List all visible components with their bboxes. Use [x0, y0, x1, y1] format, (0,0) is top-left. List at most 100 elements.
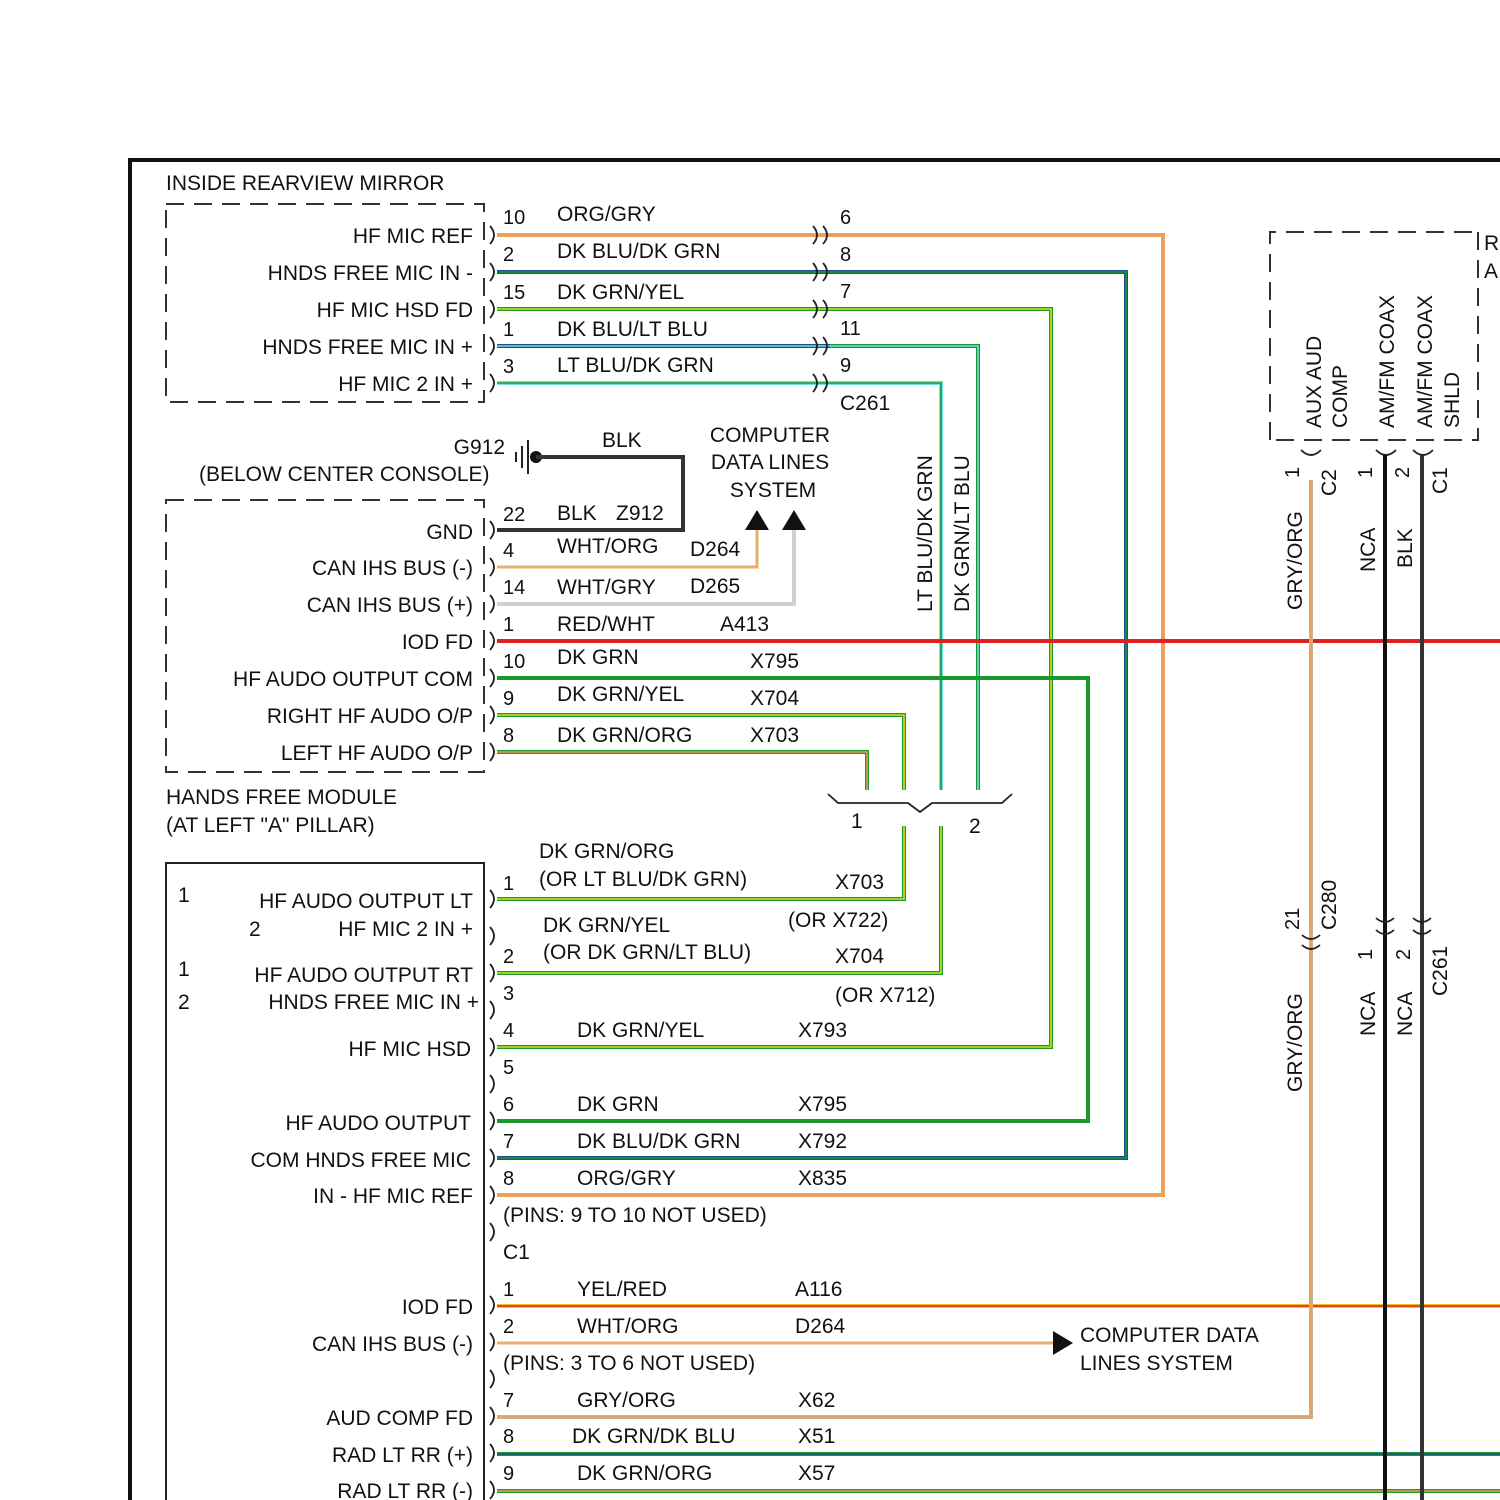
right-wire-label: NCA: [1357, 992, 1380, 1036]
splice-number: 2: [969, 815, 981, 838]
radio-c1-pin: 2: [503, 1316, 514, 1338]
mirror-title: INSIDE REARVIEW MIRROR: [166, 172, 444, 195]
radio-c2-pin: 2: [503, 946, 514, 968]
radio-circuit: X793: [798, 1019, 847, 1042]
radio-c2-pin: 1: [503, 873, 514, 895]
radio-circuit: A116: [795, 1278, 843, 1301]
mirror-pin-number: 2: [503, 244, 514, 266]
right-module-pin-number: 1: [1282, 467, 1304, 478]
mirror-wire-color: LT BLU/DK GRN: [557, 354, 714, 377]
splice-number: 1: [851, 810, 863, 833]
radio-wire-color: DK GRN/ORG: [577, 1462, 712, 1485]
mirror-pin-number: 1: [503, 319, 514, 341]
mirror-connector: [490, 226, 494, 392]
hfm-pin-number: 9: [503, 688, 514, 710]
c261-pin-number: 7: [840, 281, 851, 303]
radio-circuit-alt: (OR X712): [835, 984, 935, 1007]
radio-circuit: X62: [798, 1389, 835, 1412]
radio-circuit-alt: (OR X722): [788, 909, 888, 932]
radio-c2-pin: 5: [503, 1057, 514, 1079]
hfm-pin-label: CAN IHS BUS (+): [307, 594, 473, 617]
radio-circuit: X795: [798, 1093, 847, 1116]
wire-dkgrn-org: [497, 752, 867, 790]
hfm-pin-label: HF AUDO OUTPUT COM: [233, 668, 473, 691]
right-wire-label: BLK: [1394, 528, 1417, 568]
radio-c1-label: C1: [503, 1241, 530, 1264]
hfm-wire-color: DK GRN/YEL: [557, 683, 684, 706]
right-module-pin-label: AM/FM COAX: [1376, 295, 1399, 428]
mirror-wire-color: DK BLU/LT BLU: [557, 318, 708, 341]
ground-location: (BELOW CENTER CONSOLE): [199, 463, 490, 486]
arrow-up-icon: [745, 510, 769, 530]
right-module-pin-label: AUX AUD: [1303, 336, 1326, 428]
right-wire-label: NCA: [1357, 528, 1380, 572]
radio-pin-label: HF AUDO OUTPUT RT: [254, 964, 473, 987]
hfm-pin-label: CAN IHS BUS (-): [312, 557, 473, 580]
radio-c1-pin: 7: [503, 1390, 514, 1412]
c261-connector-label: C261: [840, 392, 890, 415]
hfm-wire-color: BLK: [557, 502, 597, 525]
radio-c2-pin: 7: [503, 1131, 514, 1153]
arrow-right-icon: [1053, 1331, 1073, 1355]
data-arrow-label: COMPUTER DATA: [1080, 1324, 1259, 1347]
hfm-pin-number: 8: [503, 725, 514, 747]
hfm-circuit: X704: [750, 687, 799, 710]
radio-box: [166, 863, 484, 1500]
data-lines-label: DATA LINES: [711, 451, 829, 474]
radio-pin-label: IN - HF MIC REF: [313, 1185, 473, 1208]
radio-wire-color: DK GRN/ORG: [539, 840, 674, 863]
radio-wire-color: (OR DK GRN/LT BLU): [543, 941, 751, 964]
mirror-pin-number: 3: [503, 356, 514, 378]
radio-wire-color: YEL/RED: [577, 1278, 667, 1301]
mirror-pin-label: HF MIC REF: [353, 225, 473, 248]
data-lines-label: COMPUTER: [710, 424, 830, 447]
radio-pin-label: HF AUDO OUTPUT LT: [259, 890, 473, 913]
mirror-pin-label: HF MIC HSD FD: [317, 299, 473, 322]
hfm-wire-color: WHT/ORG: [557, 535, 658, 558]
radio-pin-label: CAN IHS BUS (-): [312, 1333, 473, 1356]
data-arrow-label: LINES SYSTEM: [1080, 1352, 1233, 1375]
hfm-circuit: D265: [690, 575, 740, 598]
c261-lower-pin: 1: [1355, 949, 1377, 960]
hfm-title: HANDS FREE MODULE: [166, 786, 397, 809]
mirror-wire-color: DK GRN/YEL: [557, 281, 684, 304]
radio-pin-label: COM HNDS FREE MIC: [251, 1149, 472, 1172]
radio-circuit: X57: [798, 1462, 835, 1485]
radio-pin-label: 2: [249, 918, 261, 941]
radio-c2-note: (PINS: 9 TO 10 NOT USED): [503, 1204, 767, 1227]
hfm-pin-number: 10: [503, 651, 525, 673]
c261-pin-number: 6: [840, 207, 851, 229]
radio-c2-pin: 4: [503, 1020, 514, 1042]
ground-name: G912: [454, 436, 505, 459]
hfm-circuit: X795: [750, 650, 799, 673]
right-module-pin-label: SHLD: [1441, 372, 1464, 428]
radio-pin-label: 1: [178, 958, 190, 981]
radio-wire-color: WHT/ORG: [577, 1315, 678, 1338]
radio-wire-color: ORG/GRY: [577, 1167, 676, 1190]
mirror-wire-color: DK BLU/DK GRN: [557, 240, 720, 263]
c280-connector-label: C280: [1318, 880, 1341, 930]
radio-pin-label: 2: [178, 991, 190, 1014]
radio-c2-pin: 6: [503, 1094, 514, 1116]
radio-circuit: X703: [835, 871, 884, 894]
radio-pin-label: HF MIC HSD: [349, 1038, 472, 1061]
radio-c1-pin: 1: [503, 1279, 514, 1301]
mirror-pin-number: 15: [503, 282, 525, 304]
radio-wire-color: DK BLU/DK GRN: [577, 1130, 740, 1153]
right-wire-label: NCA: [1394, 992, 1417, 1036]
c261-pin-number: 8: [840, 244, 851, 266]
radio-wire-color: GRY/ORG: [577, 1389, 676, 1412]
radio-pin-label: AUD COMP FD: [326, 1407, 473, 1430]
radio-pin-label: HNDS FREE MIC IN +: [268, 991, 479, 1014]
radio-c2-pin: 3: [503, 983, 514, 1005]
radio-circuit: X835: [798, 1167, 847, 1190]
radio-c1-pin: 9: [503, 1463, 514, 1485]
hfm-pin-number: 14: [503, 577, 525, 599]
hfm-pin-label: RIGHT HF AUDO O/P: [267, 705, 473, 728]
radio-pin-label: RAD LT RR (-): [337, 1480, 473, 1500]
right-module-connector: C2: [1318, 469, 1341, 496]
right-module-connector-brackets: [1301, 450, 1433, 455]
right-module-pin-label: COMP: [1329, 365, 1352, 428]
right-wire-label: GRY/ORG: [1284, 511, 1307, 610]
radio-circuit: D264: [795, 1315, 846, 1338]
